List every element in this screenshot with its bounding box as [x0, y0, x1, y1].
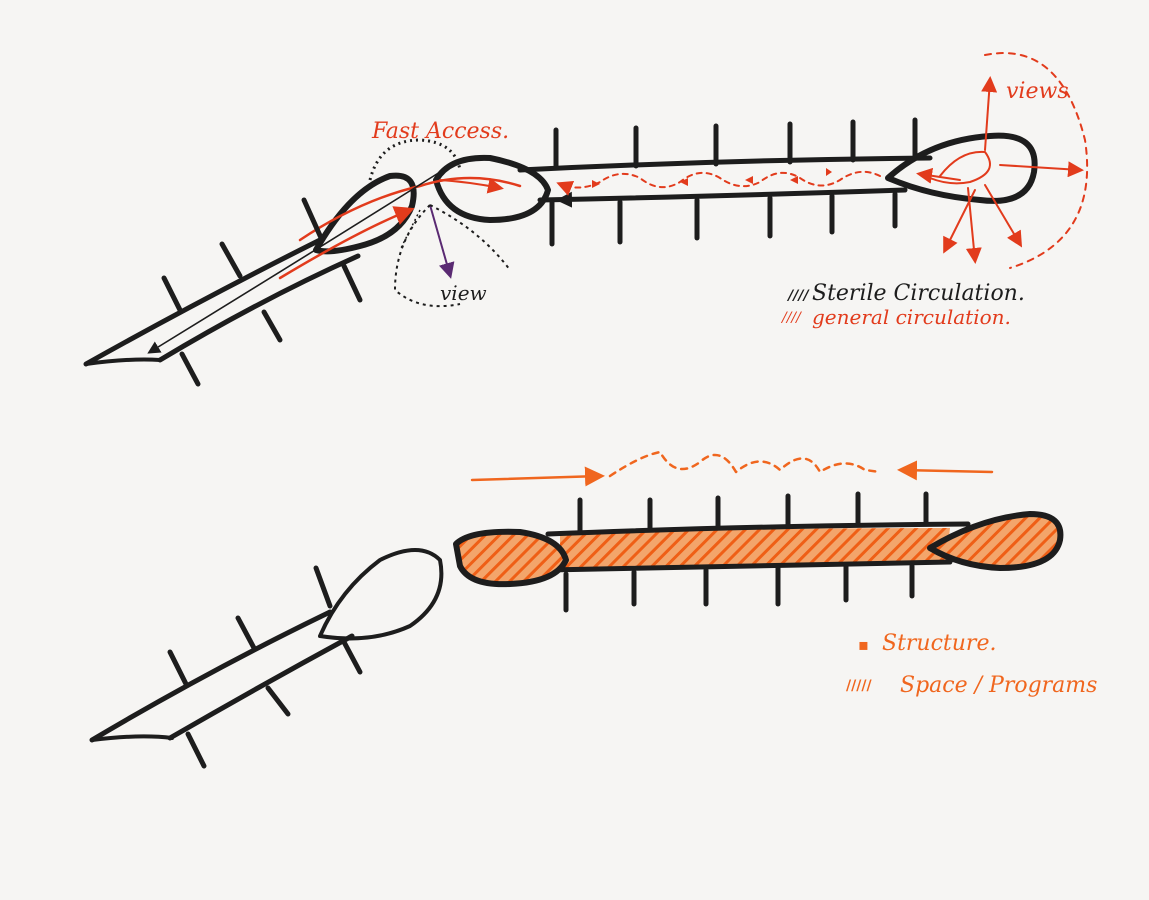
fast-access-label: Fast Access. — [371, 119, 509, 144]
circulation-legend: //// Sterile Circulation. //// general c… — [780, 281, 1025, 329]
view-label: view — [440, 281, 487, 305]
sterile-swatch: //// — [786, 288, 810, 304]
structure-label: Structure. — [882, 631, 996, 656]
bottom-left-lens — [456, 532, 566, 584]
space-programs-label: Space / Programs — [900, 673, 1097, 698]
general-swatch: //// — [780, 310, 802, 326]
views-label: views — [1006, 79, 1069, 104]
sterile-circulation-label: Sterile Circulation. — [812, 281, 1025, 306]
bottom-plan-sketch: ▪ Structure. ///// Space / Programs — [92, 452, 1097, 766]
space-swatch: ///// — [846, 678, 872, 694]
bottom-detached-lobe — [320, 550, 441, 638]
top-flow-arrowheads — [592, 168, 832, 188]
top-diagonal-wing — [86, 172, 440, 384]
program-legend: ▪ Structure. ///// Space / Programs — [846, 631, 1097, 698]
bottom-main-corridor — [548, 494, 968, 610]
bottom-approach-arrows — [472, 452, 992, 480]
general-circulation-label: general circulation. — [812, 305, 1011, 329]
bottom-diagonal-wing — [92, 568, 360, 766]
top-corridor-ribs-lower — [552, 194, 895, 244]
top-plan-sketch: Fast Access. views view //// Sterile Cir… — [86, 53, 1087, 384]
top-junction — [280, 140, 548, 306]
top-main-corridor — [520, 120, 930, 244]
structure-swatch: ▪ — [858, 635, 869, 654]
bottom-corridor-ribs-lower — [566, 566, 912, 610]
